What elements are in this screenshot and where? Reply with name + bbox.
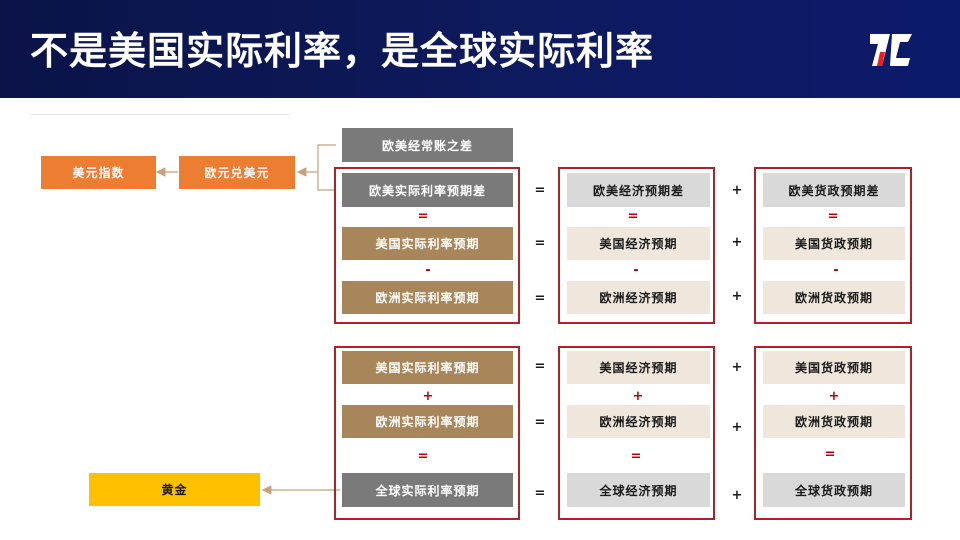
bracket-top (317, 144, 336, 191)
divider-line (30, 114, 290, 115)
zx-logo-icon (870, 34, 912, 66)
header-bar: 不是美国实际利率，是全球实际利率 (0, 0, 960, 98)
op-plus-brow3: + (731, 488, 743, 503)
page-title: 不是美国实际利率，是全球实际利率 (30, 29, 655, 73)
bottom-left-frame (334, 346, 520, 520)
op-eq-row1: = (534, 183, 546, 198)
op-vert-minus-right-top: - (833, 263, 839, 278)
op-plus-row1: + (731, 183, 743, 198)
us-econ-box-bottom: 美国经济预期 (567, 351, 710, 384)
op-eq-brow1: = (534, 359, 546, 374)
top-right-frame (754, 167, 912, 324)
op-plus-brow2: + (731, 420, 743, 435)
eurusd-box: 欧元兑美元 (179, 156, 295, 189)
op-eq-row2: = (534, 236, 546, 251)
eu-policy-box-bottom: 欧洲货政预期 (763, 405, 905, 438)
eu-real-rate-box-bottom: 欧洲实际利率预期 (342, 405, 513, 438)
op-vert-minus-left-top: - (425, 263, 431, 278)
op-vert-eq-mid-bottom: = (630, 449, 642, 464)
eu-us-policy-diff-box: 欧美货政预期差 (763, 173, 905, 207)
global-econ-box: 全球经济预期 (567, 473, 710, 507)
us-real-rate-box-top: 美国实际利率预期 (342, 227, 513, 260)
op-vert-minus-mid-top: - (633, 263, 639, 278)
op-plus-brow1: + (731, 360, 743, 375)
bottom-right-frame (754, 346, 912, 520)
eu-us-real-rate-diff-box: 欧美实际利率预期差 (342, 173, 513, 207)
op-vert-eq-left-bottom: = (417, 449, 429, 464)
op-vert-eq-right-top: = (827, 209, 839, 224)
current-account-diff-box: 欧美经常账之差 (342, 128, 513, 162)
op-vert-eq-left-top: = (417, 209, 429, 224)
op-eq-brow2: = (534, 415, 546, 430)
gold-box: 黄金 (89, 473, 260, 506)
bottom-mid-frame (558, 346, 715, 520)
us-policy-box-bottom: 美国货政预期 (763, 351, 905, 384)
global-policy-box: 全球货政预期 (763, 473, 905, 507)
op-vert-plus-left-bottom: + (422, 389, 434, 404)
top-mid-frame (558, 167, 715, 324)
op-vert-eq-right-bottom: = (824, 447, 836, 462)
eu-us-econ-diff-box: 欧美经济预期差 (567, 173, 710, 207)
us-econ-box-top: 美国经济预期 (567, 227, 710, 260)
op-plus-row3: + (731, 289, 743, 304)
eu-real-rate-box-top: 欧洲实际利率预期 (342, 281, 513, 314)
op-vert-plus-right-bottom: + (828, 389, 840, 404)
op-plus-row2: + (731, 235, 743, 250)
usd-index-box: 美元指数 (41, 156, 156, 189)
op-vert-plus-mid-bottom: + (632, 389, 644, 404)
op-vert-eq-mid-top: = (627, 209, 639, 224)
us-real-rate-box-bottom: 美国实际利率预期 (342, 351, 513, 384)
op-eq-row3: = (534, 291, 546, 306)
eu-econ-box-bottom: 欧洲经济预期 (567, 405, 710, 438)
eu-policy-box-top: 欧洲货政预期 (763, 281, 905, 314)
eu-econ-box-top: 欧洲经济预期 (567, 281, 710, 314)
top-left-frame (334, 167, 520, 324)
global-real-rate-box: 全球实际利率预期 (342, 473, 513, 507)
op-eq-brow3: = (534, 486, 546, 501)
us-policy-box-top: 美国货政预期 (763, 227, 905, 260)
